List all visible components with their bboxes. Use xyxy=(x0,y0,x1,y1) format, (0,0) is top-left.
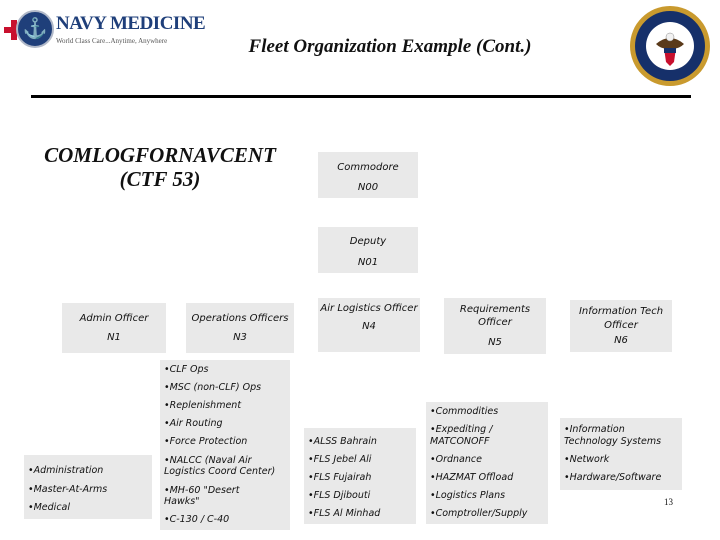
brand-name: NAVY MEDICINE xyxy=(56,13,206,34)
list-item: •MH-60 "Desert xyxy=(164,485,240,496)
air-logistics-sites-list: •ALSS Bahrain •FLS Jebel Ali •FLS Fujair… xyxy=(304,428,416,524)
navy-medicine-logo: ⚓ NAVY MEDICINE World Class Care...Anyti… xyxy=(4,6,206,50)
list-item: •NALCC (Naval Air xyxy=(164,455,252,466)
list-item: •Logistics Plans xyxy=(430,490,506,501)
air-logistics-officer-code: N4 xyxy=(362,321,376,332)
list-item: •ALSS Bahrain xyxy=(308,436,377,447)
commodore-box: Commodore N00 xyxy=(318,152,418,198)
list-item: •Medical xyxy=(28,502,70,513)
list-item: •FLS Jebel Ali xyxy=(308,454,372,465)
list-item: •HAZMAT Offload xyxy=(430,472,514,483)
air-logistics-officer-box: Air Logistics Officer N4 xyxy=(318,298,420,352)
requirements-officer-title-line2: Officer xyxy=(478,317,512,328)
information-tech-officer-code: N6 xyxy=(614,335,628,346)
department-seal-icon xyxy=(630,6,710,86)
list-item: •Ordnance xyxy=(430,454,482,465)
information-tech-officer-title-line1: Information Tech xyxy=(578,306,664,317)
commodore-code: N00 xyxy=(357,182,379,193)
organization-name-line2: (CTF 53) xyxy=(119,167,201,191)
list-item: •Hardware/Software xyxy=(564,472,662,483)
admin-officer-box: Admin Officer N1 xyxy=(62,303,166,353)
requirements-duties-list: •Commodities •Expediting / MATCONOFF •Or… xyxy=(426,402,548,524)
operations-duties-list: •CLF Ops •MSC (non-CLF) Ops •Replenishme… xyxy=(160,360,290,530)
list-item: •CLF Ops xyxy=(164,364,209,375)
list-item: Technology Systems xyxy=(564,436,662,447)
page-number: 13 xyxy=(664,497,673,507)
requirements-officer-title-line1: Requirements xyxy=(459,304,531,315)
list-item: •FLS Fujairah xyxy=(308,472,372,483)
list-item: •Commodities xyxy=(430,406,499,417)
list-item: •Force Protection xyxy=(164,436,248,447)
anchor-icon: ⚓ xyxy=(16,10,54,48)
list-item: •Comptroller/Supply xyxy=(430,508,528,519)
list-item: •FLS Djibouti xyxy=(308,490,371,501)
air-logistics-officer-title: Air Logistics Officer xyxy=(320,303,418,314)
list-item: •Replenishment xyxy=(164,400,242,411)
list-item: •FLS Al Minhad xyxy=(308,508,381,519)
list-item: MATCONOFF xyxy=(430,436,490,447)
information-tech-duties-list: •Information Technology Systems •Network… xyxy=(560,418,682,490)
red-cross-icon xyxy=(4,20,24,40)
operations-officers-box: Operations Officers N3 xyxy=(186,303,294,353)
admin-officer-title: Admin Officer xyxy=(79,313,149,324)
organization-name-line1: COMLOGFORNAVCENT xyxy=(44,143,276,167)
requirements-officer-box: Requirements Officer N5 xyxy=(444,298,546,354)
list-item: •C-130 / C-40 xyxy=(164,514,230,525)
list-item: •MSC (non-CLF) Ops xyxy=(164,382,262,393)
page-title: Fleet Organization Example (Cont.) xyxy=(248,36,532,57)
list-item: •Administration xyxy=(28,465,104,476)
list-item: •Information xyxy=(564,424,625,435)
organization-name: COMLOGFORNAVCENT (CTF 53) xyxy=(22,143,298,191)
brand-tagline: World Class Care...Anytime, Anywhere xyxy=(56,37,168,45)
list-item: •Network xyxy=(564,454,610,465)
commodore-title: Commodore xyxy=(337,162,399,173)
deputy-title: Deputy xyxy=(349,236,387,247)
operations-officers-title: Operations Officers xyxy=(191,313,289,324)
admin-duties-list: •Administration •Master-At-Arms •Medical xyxy=(24,455,152,519)
information-tech-officer-box: Information Tech Officer N6 xyxy=(570,300,672,352)
operations-officers-code: N3 xyxy=(233,332,247,343)
list-item: •Expediting / xyxy=(430,424,493,435)
list-item: Hawks" xyxy=(164,496,200,507)
title-divider xyxy=(31,95,691,98)
deputy-box: Deputy N01 xyxy=(318,227,418,273)
admin-officer-code: N1 xyxy=(107,332,121,343)
information-tech-officer-title-line2: Officer xyxy=(604,320,638,331)
deputy-code: N01 xyxy=(357,257,379,268)
list-item: Logistics Coord Center) xyxy=(164,466,276,477)
list-item: •Air Routing xyxy=(164,418,223,429)
requirements-officer-code: N5 xyxy=(488,337,502,348)
list-item: •Master-At-Arms xyxy=(28,484,108,495)
